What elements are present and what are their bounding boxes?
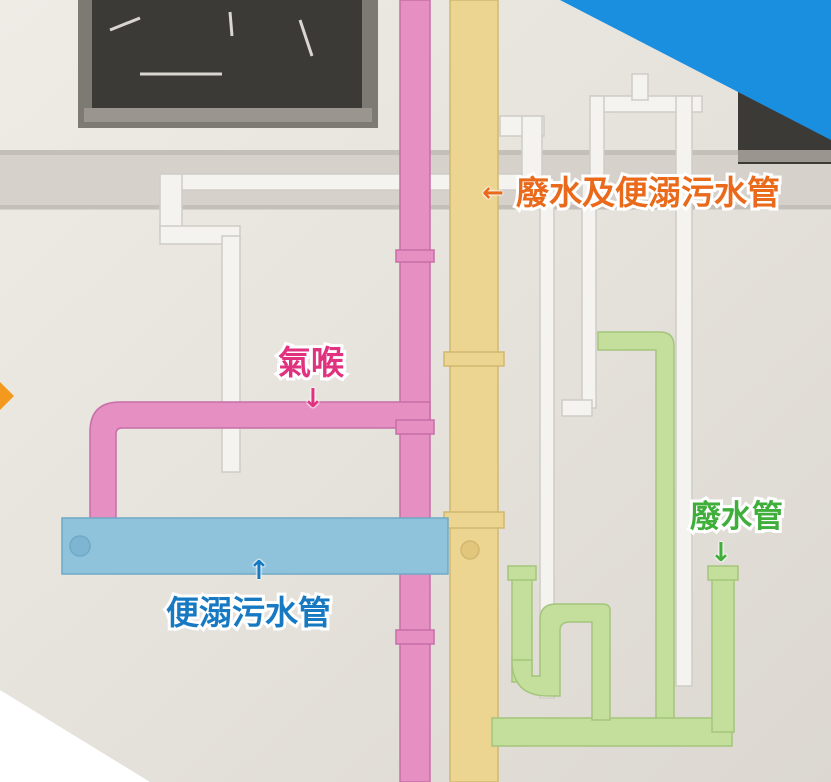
- window-left: [78, 0, 378, 128]
- waste-pipe-arrow-icon: ↓: [710, 538, 732, 568]
- combined-pipe-label: 廢水及便溺污水管: [513, 173, 783, 212]
- soil-pipe: [61, 517, 449, 575]
- soil-pipe-arrow-icon: ↑: [248, 556, 270, 586]
- waste-pipe-label: 廢水管: [687, 499, 786, 536]
- combined-pipe: [443, 0, 505, 782]
- corner-accent-top-right: [560, 0, 831, 140]
- vent-pipe-label: 氣喉: [275, 343, 347, 382]
- corner-accent-left-marker: [0, 382, 14, 410]
- waste-pipe: [491, 331, 739, 747]
- combined-pipe-arrow-icon: ←: [482, 178, 504, 208]
- vent-pipe: [89, 0, 435, 782]
- corner-accent-bottom-left: [0, 690, 150, 782]
- vent-pipe-arrow-icon: ↓: [302, 384, 324, 414]
- soil-pipe-label: 便溺污水管: [163, 593, 334, 632]
- white-pipes: [159, 73, 703, 699]
